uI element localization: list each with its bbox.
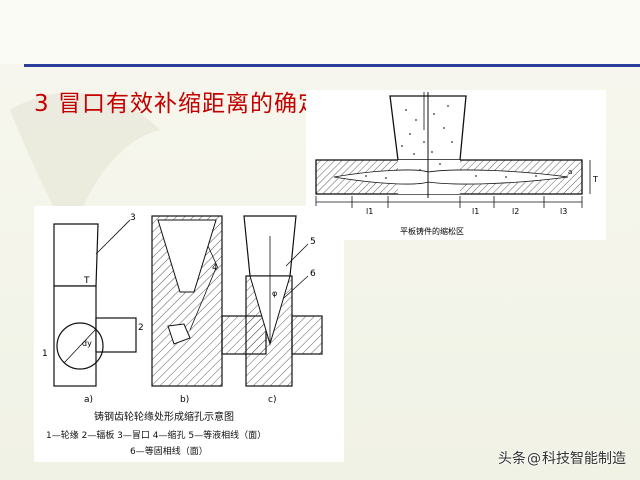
- callout-T-a: T: [83, 276, 90, 286]
- callout-dy: dy: [82, 339, 92, 348]
- figure-plate-drawing: l3 l1 l1 l2 l3 T a 平板铸件的缩松区: [315, 92, 598, 236]
- figure-gear-legend-1: 1—轮缘 2—辐板 3—冒口 4—缩孔 5—等液相线（面）: [46, 431, 267, 441]
- diagram-a: T dy 1 2 3: [42, 213, 144, 387]
- watermark: 头条@科技智能制造: [498, 448, 626, 468]
- slide-title: 3 冒口有效补缩距离的确定: [34, 91, 322, 117]
- dim-label-T: T: [592, 175, 598, 184]
- dim-label-l1-right: l1: [472, 207, 479, 216]
- watermark-brand: 头条: [498, 451, 526, 467]
- watermark-account: 科技智能制造: [542, 451, 626, 467]
- dim-label-a: a: [568, 168, 572, 176]
- figure-gear-panel: T dy 1 2 3 4 φ 5 6: [34, 206, 344, 462]
- sub-label-a: a): [84, 395, 93, 405]
- callout-3: 3: [130, 213, 136, 223]
- dim-label-l3-right: l3: [560, 207, 567, 216]
- callout-6: 6: [310, 269, 316, 279]
- callout-1: 1: [42, 349, 48, 359]
- callout-phi: φ: [272, 289, 277, 298]
- dim-label-l1-left: l1: [366, 207, 373, 216]
- figure-plate-panel: l3 l1 l1 l2 l3 T a 平板铸件的缩松区: [306, 90, 606, 240]
- header-rule: [24, 64, 640, 67]
- sub-label-b: b): [180, 395, 189, 405]
- diagram-c: φ 5 6: [243, 215, 323, 387]
- figure-gear-caption: 铸钢齿轮轮缘处形成缩孔示意图: [94, 412, 234, 423]
- callout-4: 4: [212, 263, 218, 273]
- figure-plate-caption: 平板铸件的缩松区: [400, 226, 464, 236]
- figure-gear-drawing: T dy 1 2 3 4 φ 5 6: [42, 213, 323, 405]
- callout-2: 2: [138, 323, 144, 333]
- header-band: [0, 0, 640, 64]
- dim-label-l2: l2: [512, 207, 519, 216]
- callout-5: 5: [310, 237, 316, 247]
- sub-label-c: c): [268, 395, 276, 405]
- watermark-at: @: [527, 451, 541, 467]
- figure-gear-legend-2: 6—等固相线（面）: [130, 447, 208, 457]
